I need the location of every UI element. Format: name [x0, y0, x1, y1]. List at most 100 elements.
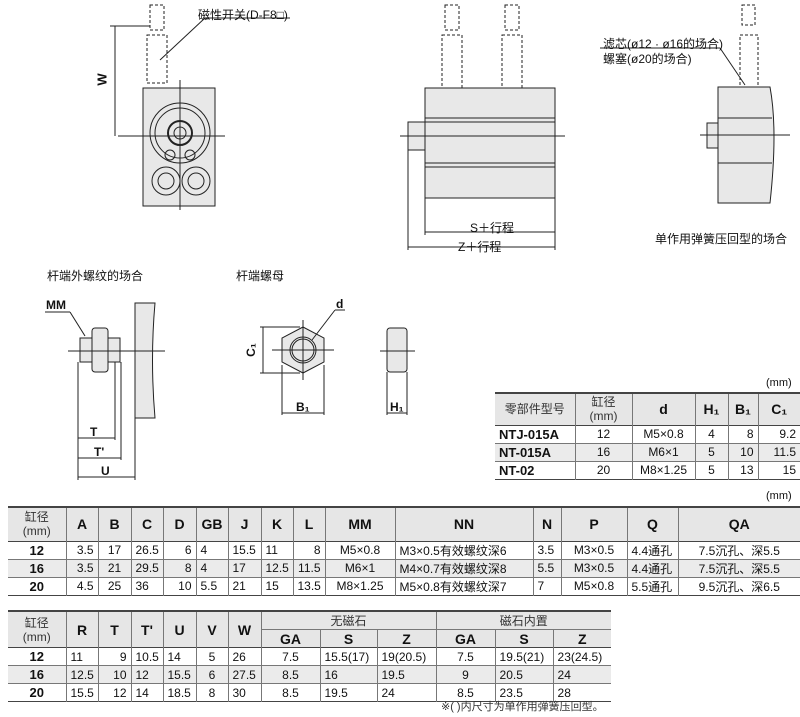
table-cell: 9 — [435, 665, 496, 684]
column-header: U — [162, 611, 196, 648]
table-cell: 16 — [29, 560, 44, 576]
table-cell: M3×0.5 — [560, 559, 627, 577]
table-cell: M5×0.8 — [560, 577, 627, 595]
table-cell: 15 — [260, 577, 293, 595]
table-cell: 4.4通孔 — [626, 541, 678, 559]
table-cell: 4 — [195, 541, 228, 559]
table-cell: 15.5 — [162, 665, 196, 684]
table-cell: 8 — [727, 425, 758, 443]
table-cell: 10 — [162, 577, 196, 595]
column-header: 缸径 (mm) — [8, 611, 66, 648]
single-acting-title: 单作用弹簧压回型的场合 — [655, 232, 788, 246]
column-header: N — [532, 507, 561, 541]
table-cell: 5 — [694, 443, 728, 461]
table-cell: 21 — [227, 577, 261, 595]
mm-label: MM — [46, 298, 66, 312]
table-cell: 24 — [552, 665, 612, 684]
table-cell: 30 — [227, 683, 261, 702]
table-cell: M5×0.8 — [631, 425, 695, 443]
table-cell: 17 — [227, 559, 261, 577]
technical-drawings — [45, 4, 790, 480]
table-cell: 16 — [29, 667, 44, 682]
rod-thread-drawing — [45, 302, 165, 480]
nut-drawing — [260, 309, 415, 415]
table-cell: 10.5 — [130, 647, 163, 666]
table-cell: 11.5 — [757, 443, 800, 461]
table-cell: 12 — [29, 542, 44, 558]
table-cell: M6×1 — [324, 559, 395, 577]
table-cell: 4 — [694, 425, 728, 443]
table-cell: M3×0.5有效螺纹深6 — [394, 541, 533, 559]
table-cell: 16 — [574, 443, 632, 461]
table-cell: 8.5 — [260, 683, 320, 702]
table-cell: M6×1 — [631, 443, 695, 461]
table-cell: 15.5 — [65, 683, 98, 702]
header-bore: 缸径 (mm) — [574, 393, 632, 425]
column-header: A — [65, 507, 98, 541]
rod-thread-title: 杆端外螺纹的场合 — [47, 269, 144, 283]
table-cell: 21 — [97, 559, 131, 577]
table-cell: 5.5 — [532, 559, 561, 577]
table-cell: 19(20.5) — [376, 647, 437, 666]
column-header: MM — [324, 507, 395, 541]
footnote: ※( )内尺寸为单作用弹簧压回型。 — [441, 701, 604, 713]
nut-title: 杆端螺母 — [236, 269, 285, 283]
column-subheader: S — [319, 629, 377, 648]
table-cell: 3.5 — [532, 541, 561, 559]
column-subheader: Z — [376, 629, 437, 648]
header-b1: B₁ — [727, 393, 758, 425]
c1-label: C₁ — [243, 343, 258, 357]
table-cell: M5×0.8有效螺纹深7 — [394, 577, 533, 595]
table1-unit: (mm) — [766, 490, 792, 502]
b1-label: B₁ — [296, 400, 310, 414]
table-cell: M8×1.25 — [631, 461, 695, 479]
plug-label: 螺塞(ø20的场合) — [603, 52, 692, 66]
table-cell: 20 — [29, 578, 44, 594]
table-cell: 8 — [162, 559, 196, 577]
table-cell: 20 — [574, 461, 632, 479]
table-cell: 5 — [195, 647, 228, 666]
table-cell: 15 — [757, 461, 800, 479]
column-header: D — [162, 507, 196, 541]
header-part-no: 零部件型号 — [495, 393, 575, 425]
table-cell: NT-02 — [499, 462, 535, 478]
table-cell: 23.5 — [494, 683, 554, 702]
table-cell: 13 — [727, 461, 758, 479]
table-cell: 12 — [97, 683, 131, 702]
column-header: T' — [130, 611, 163, 648]
table-cell: 24 — [376, 683, 437, 702]
table-cell: 12 — [29, 649, 44, 664]
column-header: P — [560, 507, 627, 541]
table-cell: M5×0.8 — [324, 541, 395, 559]
table-cell: 17 — [97, 541, 131, 559]
table-cell: 8.5 — [435, 683, 496, 702]
column-header: R — [65, 611, 98, 648]
table-cell: 23(24.5) — [552, 647, 612, 666]
table-cell: 16 — [319, 665, 377, 684]
d-label: d — [336, 297, 344, 311]
table-cell: 7.5沉孔、深5.5 — [677, 559, 800, 577]
table-cell: M8×1.25 — [324, 577, 395, 595]
single-acting-drawing — [600, 4, 790, 204]
table-cell: 9 — [97, 647, 131, 666]
table-cell: 15.5 — [227, 541, 261, 559]
column-header: QA — [677, 507, 800, 541]
table-cell: 5.5通孔 — [626, 577, 678, 595]
column-subheader: GA — [260, 629, 320, 648]
table-cell: 11 — [65, 647, 98, 666]
table-cell: 3.5 — [65, 541, 98, 559]
table-cell: 12 — [574, 425, 632, 443]
column-header: V — [195, 611, 228, 648]
table-cell: 14 — [162, 647, 196, 666]
side-view-drawing — [400, 4, 565, 250]
column-header: B — [97, 507, 131, 541]
table-cell: 4.5 — [65, 577, 98, 595]
